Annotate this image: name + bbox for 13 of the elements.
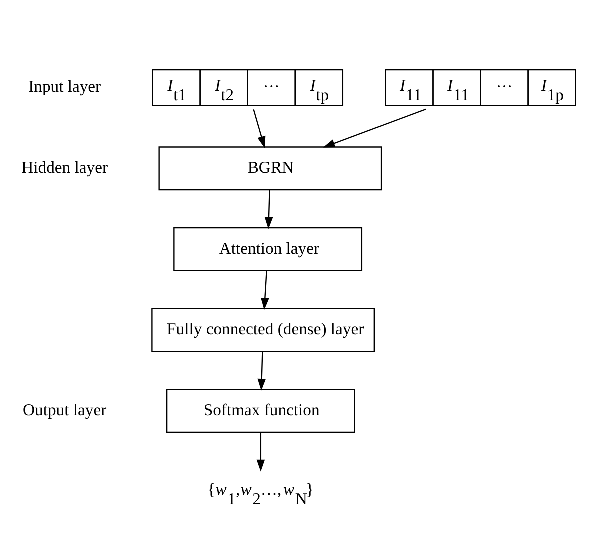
label: Input layer xyxy=(28,76,102,96)
arrow xyxy=(261,270,270,310)
node-box: BGRN xyxy=(158,146,382,190)
node-box: Attention layer xyxy=(174,226,363,271)
arrow xyxy=(253,108,266,148)
node-box: Fully connected (dense) layer xyxy=(152,308,376,352)
node-box: Softmax function xyxy=(166,388,356,433)
label: Output layer xyxy=(23,400,107,419)
arrow xyxy=(323,108,426,148)
label: Hidden layer xyxy=(22,158,108,177)
arrow xyxy=(264,190,274,229)
arrow xyxy=(256,432,266,472)
arrow xyxy=(258,352,266,390)
